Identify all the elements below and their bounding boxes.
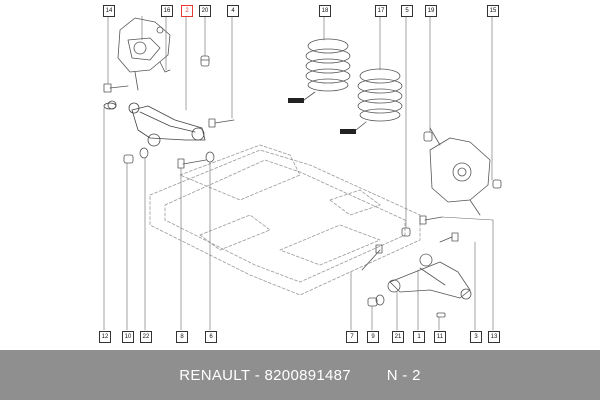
part-info-footer: RENAULT - 8200891487 N - 2 bbox=[0, 350, 600, 400]
callout-10: 10 bbox=[122, 331, 134, 343]
callout-3: 3 bbox=[470, 331, 482, 343]
pin-11 bbox=[436, 312, 446, 318]
nut-10 bbox=[123, 154, 134, 164]
callout-12: 12 bbox=[99, 331, 111, 343]
callout-14: 14 bbox=[103, 5, 115, 17]
steering-knuckle-right bbox=[429, 127, 491, 216]
callout-2: 2 bbox=[181, 5, 193, 17]
brand-name: RENAULT bbox=[179, 366, 251, 384]
page-indicator: N - 2 bbox=[386, 366, 421, 384]
callout-15: 15 bbox=[487, 5, 499, 17]
callout-20: 20 bbox=[199, 5, 211, 17]
nut-20 bbox=[200, 55, 210, 67]
bolt-3 bbox=[439, 232, 459, 243]
washer-6 bbox=[205, 151, 215, 163]
nut-5 bbox=[401, 227, 411, 237]
exploded-suspension-diagram bbox=[103, 15, 502, 331]
steering-knuckle-left bbox=[117, 17, 171, 91]
callout-11: 11 bbox=[434, 331, 446, 343]
footer-spacer bbox=[351, 367, 387, 384]
callout-8: 8 bbox=[176, 331, 188, 343]
callout-22: 22 bbox=[140, 331, 152, 343]
washer-21 bbox=[375, 294, 385, 306]
coil-spring-17 bbox=[340, 68, 403, 134]
brand-separator: - bbox=[250, 366, 265, 384]
callout-16: 16 bbox=[161, 5, 173, 17]
part-number: 8200891487 bbox=[264, 366, 351, 384]
bolt-4 bbox=[208, 118, 235, 128]
nut-9 bbox=[367, 297, 378, 307]
lower-control-arm-left bbox=[103, 100, 206, 147]
bolt-7 bbox=[361, 244, 383, 271]
bolt-13 bbox=[419, 215, 443, 225]
callout-9: 9 bbox=[367, 331, 379, 343]
callout-4: 4 bbox=[227, 5, 239, 17]
nut-15 bbox=[492, 179, 502, 189]
coil-spring-18 bbox=[288, 38, 351, 103]
callout-13: 13 bbox=[488, 331, 500, 343]
callout-5: 5 bbox=[401, 5, 413, 17]
bolt-14 bbox=[103, 83, 129, 93]
callout-1: 1 bbox=[413, 331, 425, 343]
callout-7: 7 bbox=[346, 331, 358, 343]
callout-21: 21 bbox=[392, 331, 404, 343]
leader-lines bbox=[103, 15, 494, 331]
callout-19: 19 bbox=[425, 5, 437, 17]
nut-19 bbox=[423, 131, 433, 142]
callout-6: 6 bbox=[205, 331, 217, 343]
washer-22 bbox=[139, 147, 149, 159]
callout-17: 17 bbox=[375, 5, 387, 17]
callout-18: 18 bbox=[319, 5, 331, 17]
lower-control-arm-right bbox=[387, 253, 472, 300]
subframe bbox=[149, 144, 421, 296]
